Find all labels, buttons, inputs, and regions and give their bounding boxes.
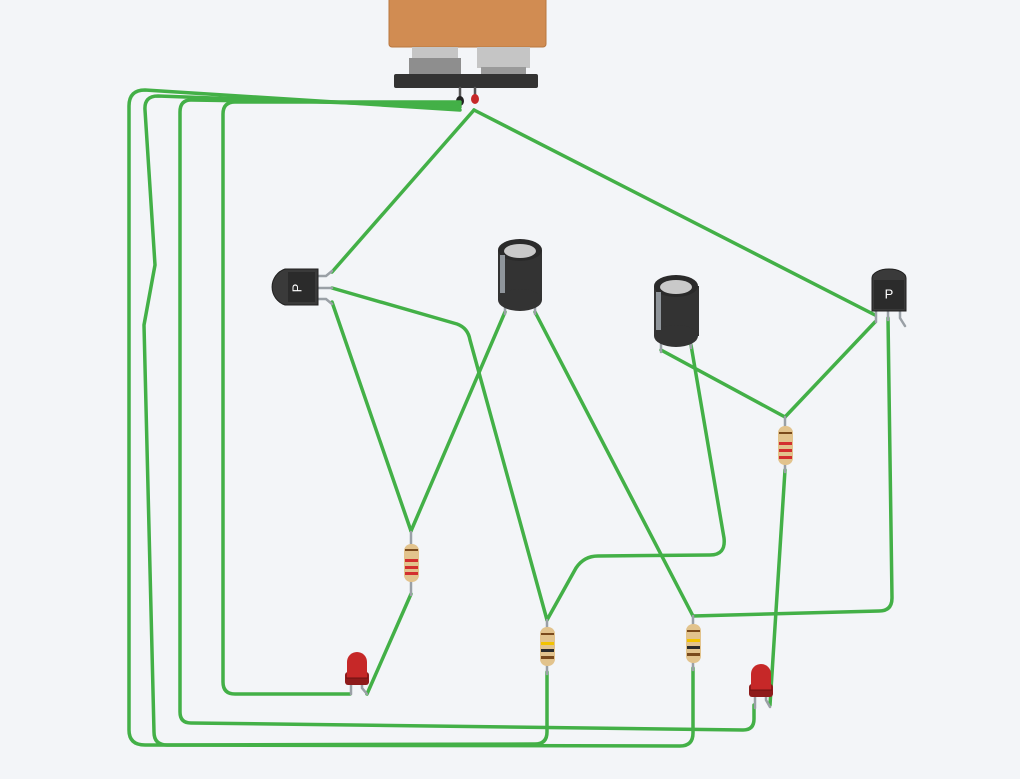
wire[interactable] xyxy=(659,348,787,419)
resistor-band xyxy=(405,572,418,575)
battery-terminal-left xyxy=(412,47,458,59)
capacitor-stripe xyxy=(656,292,661,330)
resistor-r2[interactable] xyxy=(540,618,555,676)
resistor-body xyxy=(540,627,555,666)
transistor-q2[interactable]: P xyxy=(871,268,907,328)
battery-terminal-right-base xyxy=(481,67,526,75)
wire[interactable] xyxy=(330,300,413,533)
transistor-label: P xyxy=(885,286,894,301)
resistor-band xyxy=(779,442,792,445)
capacitor-c2[interactable] xyxy=(654,275,699,354)
transistor-lead xyxy=(314,269,334,278)
wire[interactable] xyxy=(178,98,756,732)
battery-terminal-right xyxy=(477,47,530,68)
resistor-band xyxy=(405,566,418,569)
wire[interactable] xyxy=(691,316,894,618)
capacitor-stripe xyxy=(500,255,505,293)
wire[interactable] xyxy=(783,320,877,419)
resistor-r1[interactable] xyxy=(404,530,419,597)
resistor-band xyxy=(779,449,792,452)
resistor-band xyxy=(779,456,792,459)
transistor-face xyxy=(874,280,904,309)
transistor-q1[interactable]: P xyxy=(271,268,334,306)
resistor-band xyxy=(687,653,700,656)
wire[interactable] xyxy=(142,94,549,747)
transistor-lead xyxy=(898,307,907,328)
led-2[interactable] xyxy=(749,664,773,710)
resistor-band xyxy=(687,646,700,649)
capacitor-bottom xyxy=(498,289,542,311)
wire[interactable] xyxy=(365,592,413,696)
wire[interactable] xyxy=(545,343,726,622)
resistor-body xyxy=(778,426,793,465)
wires xyxy=(127,88,894,748)
resistor-band xyxy=(541,633,554,635)
capacitor-top-cap xyxy=(660,280,692,294)
transistor-face xyxy=(288,272,315,302)
battery-body[interactable] xyxy=(388,0,547,48)
transistor-lead xyxy=(314,297,334,306)
wire[interactable] xyxy=(221,100,462,696)
resistor-band xyxy=(405,559,418,562)
wire[interactable] xyxy=(330,108,476,274)
wire[interactable] xyxy=(409,310,507,533)
resistor-band xyxy=(687,630,700,632)
resistor-band xyxy=(541,642,554,645)
resistor-r4[interactable] xyxy=(778,415,793,474)
capacitor-bottom xyxy=(654,325,698,347)
wire[interactable] xyxy=(472,108,877,317)
led-dome xyxy=(347,652,367,678)
capacitor-c1[interactable] xyxy=(498,239,542,316)
resistor-r3[interactable] xyxy=(686,614,701,672)
capacitor-top-cap xyxy=(504,244,536,258)
transistor-label: P xyxy=(289,284,304,293)
resistor-band xyxy=(779,432,792,434)
led-dome xyxy=(751,664,771,690)
battery[interactable] xyxy=(388,0,547,106)
resistor-band xyxy=(405,549,418,551)
battery-clip xyxy=(394,74,538,88)
wire[interactable] xyxy=(330,286,549,622)
led-lead xyxy=(360,682,369,696)
wire[interactable] xyxy=(127,88,695,748)
wire[interactable] xyxy=(533,310,695,618)
battery-positive-terminal[interactable] xyxy=(471,94,479,104)
resistor-band xyxy=(541,649,554,652)
led-lead xyxy=(764,694,772,709)
battery-terminal-left-base xyxy=(409,58,461,75)
wire[interactable] xyxy=(768,468,787,707)
resistor-body xyxy=(686,624,701,663)
resistor-band xyxy=(687,639,700,642)
resistor-band xyxy=(541,656,554,659)
led-1[interactable] xyxy=(345,652,369,696)
